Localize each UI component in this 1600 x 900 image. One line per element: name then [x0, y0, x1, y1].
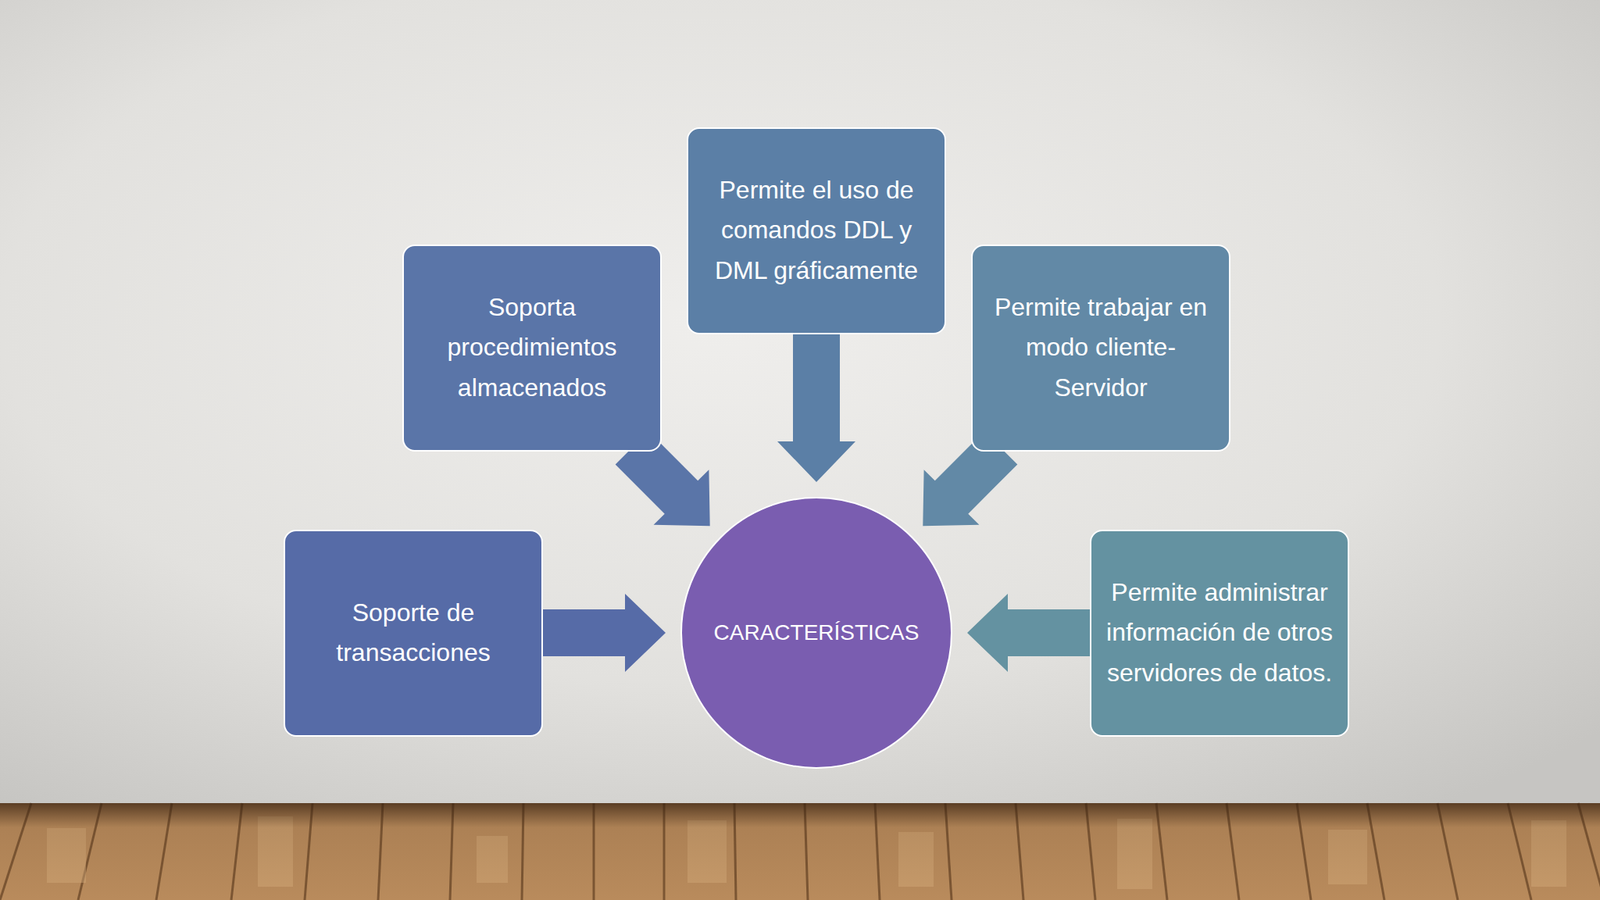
- center-label: CARACTERÍSTICAS: [714, 618, 920, 647]
- wall: [0, 0, 1600, 805]
- wood-floor: [0, 803, 1600, 900]
- feature-box: Permite administrar información de otros…: [1089, 529, 1350, 737]
- feature-box: Soporte de transacciones: [283, 529, 543, 737]
- feature-box: Permite el uso de comandos DDL y DML grá…: [686, 127, 947, 335]
- feature-text: Soporta procedimientos almacenados: [417, 287, 647, 408]
- feature-box: Permite trabajar en modo cliente- Servid…: [971, 244, 1231, 452]
- feature-text: Permite el uso de comandos DDL y DML grá…: [702, 170, 931, 291]
- circle-outline: [681, 497, 952, 768]
- feature-text: Soporte de transacciones: [299, 592, 528, 673]
- feature-text: Permite trabajar en modo cliente- Servid…: [986, 287, 1215, 408]
- block-arrow: [777, 329, 856, 483]
- feature-box: Soporta procedimientos almacenados: [402, 244, 662, 452]
- center-circle: CARACTERÍSTICAS: [679, 496, 954, 770]
- floor-planks: [0, 803, 1600, 900]
- feature-text: Permite administrar información de otros…: [1105, 572, 1334, 693]
- block-arrow: [538, 593, 666, 672]
- block-arrow: [967, 593, 1095, 672]
- floor-shadow: [0, 803, 1600, 900]
